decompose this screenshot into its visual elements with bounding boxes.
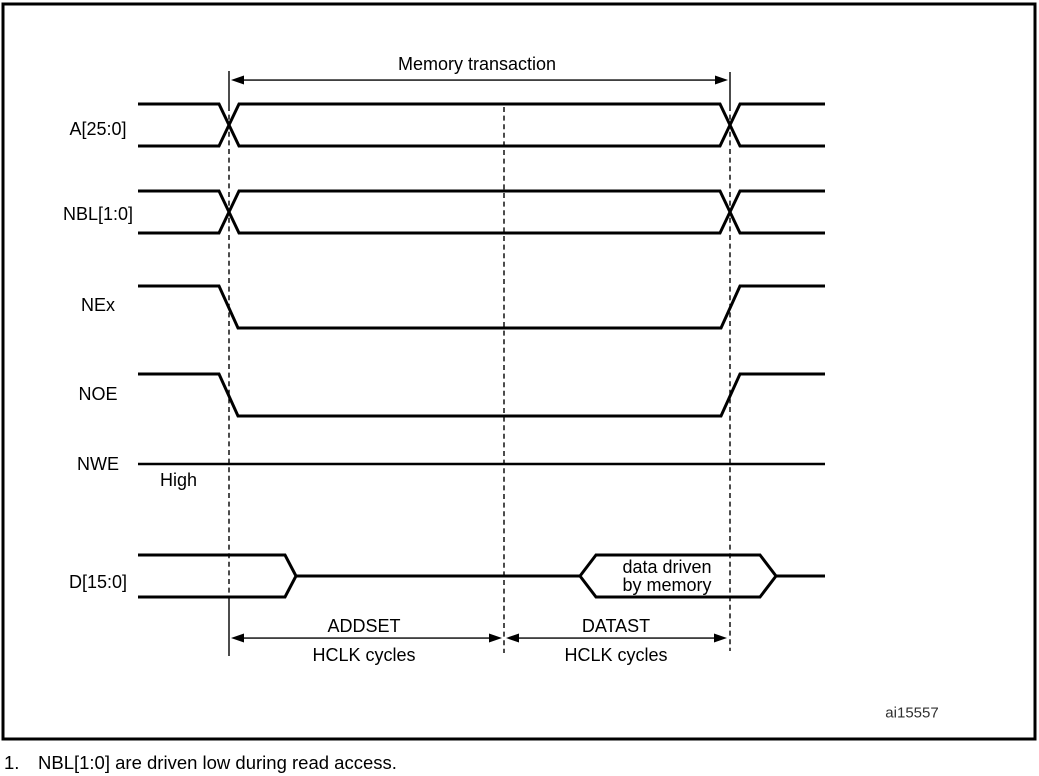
addset-phase-unit: HCLK cycles [312, 645, 416, 666]
arrowhead-left [506, 633, 519, 643]
addset-phase-arrow [231, 633, 502, 643]
footnote-number: 1. [4, 752, 20, 773]
signal-nex-waveform [138, 284, 825, 330]
signal-label-nwe: NWE [77, 454, 119, 475]
arrowhead-right [489, 633, 502, 643]
arrowhead-right [714, 633, 727, 643]
arrow-shaft [242, 637, 492, 639]
arrowhead-right [715, 75, 728, 85]
datast-phase-label: DATAST [581, 616, 651, 637]
datast-phase-arrow [506, 633, 727, 643]
memory-transaction-label: Memory transaction [397, 54, 557, 75]
signal-label-noe: NOE [78, 384, 118, 405]
signal-a-bus-waveform [138, 102, 825, 148]
data-driven-annotation-line2: by memory [622, 575, 712, 595]
time-guide-lines [228, 106, 731, 653]
figure-id-text: ai15557 [885, 704, 939, 722]
arrow-shaft [242, 79, 717, 81]
arrowhead-left [231, 633, 244, 643]
arrow-shaft [517, 637, 716, 639]
signal-d-bus-waveform [138, 553, 825, 599]
arrowhead-left [231, 75, 244, 85]
guide-tick-marks [228, 71, 731, 656]
signal-label-d: D[15:0] [68, 572, 128, 593]
waveforms [138, 102, 825, 599]
nwe-high-state-label: High [160, 470, 198, 491]
datast-phase-unit: HCLK cycles [564, 645, 668, 666]
figure-border [1, 2, 1037, 741]
signal-nbl-bus-waveform [138, 189, 825, 235]
data-driven-annotation-line1: data driven [622, 557, 712, 577]
signal-label-nex: NEx [80, 295, 116, 316]
data-driven-annotation: data driven by memory [622, 558, 711, 594]
signal-label-a: A[25:0] [69, 119, 127, 140]
signal-label-nbl: NBL[1:0] [62, 204, 134, 225]
footnote-text: NBL[1:0] are driven low during read acce… [38, 752, 397, 773]
signal-noe-waveform [138, 372, 825, 418]
memory-transaction-arrow [231, 75, 728, 85]
addset-phase-label: ADDSET [327, 616, 401, 637]
